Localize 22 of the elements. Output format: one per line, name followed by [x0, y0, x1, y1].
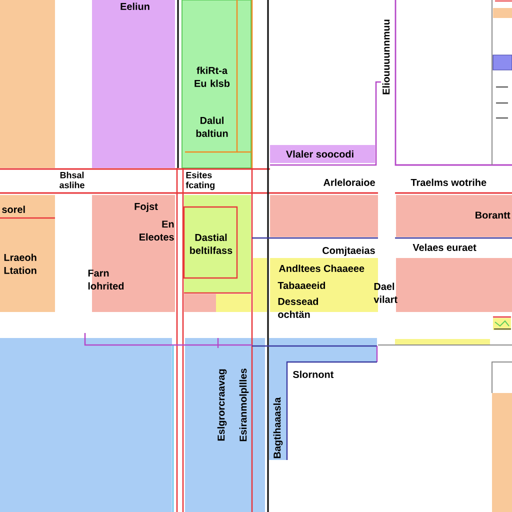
color-block [0, 338, 172, 512]
column-block: fkiRt-a Eu klsb Dalul baltiun [182, 0, 252, 168]
color-block: Traelms wotrihe Borantt [396, 178, 512, 237]
column-block [0, 0, 55, 168]
text-label: Dael vilart [374, 282, 398, 303]
column-block [492, 393, 512, 512]
color-block: Arleloraioe [270, 178, 378, 237]
text-label: Esites fcating [186, 172, 214, 190]
node-label: Comjtaeias [322, 246, 375, 256]
column-block: Eslgrorcraavag Esiranmolpllles [185, 338, 265, 512]
node-label: Arleloraioe [324, 178, 375, 186]
column-block: Eeliun [92, 0, 175, 168]
text-label: En Eleotes [140, 220, 174, 241]
framed-block: Dastial beltilfass [183, 195, 251, 294]
color-block: Velaes euraet [396, 244, 512, 312]
node-label: Traelms wotrihe [410, 178, 486, 186]
text-label: Bhsal aslihe [60, 172, 84, 188]
panel-box [394, 0, 512, 166]
column-block: sorel Lraeoh Ltation [0, 195, 55, 312]
node-label: Velaes euraet [412, 244, 476, 252]
text-label: Slornont [292, 370, 334, 378]
label-strip: Vlaler soocodi [270, 145, 375, 163]
